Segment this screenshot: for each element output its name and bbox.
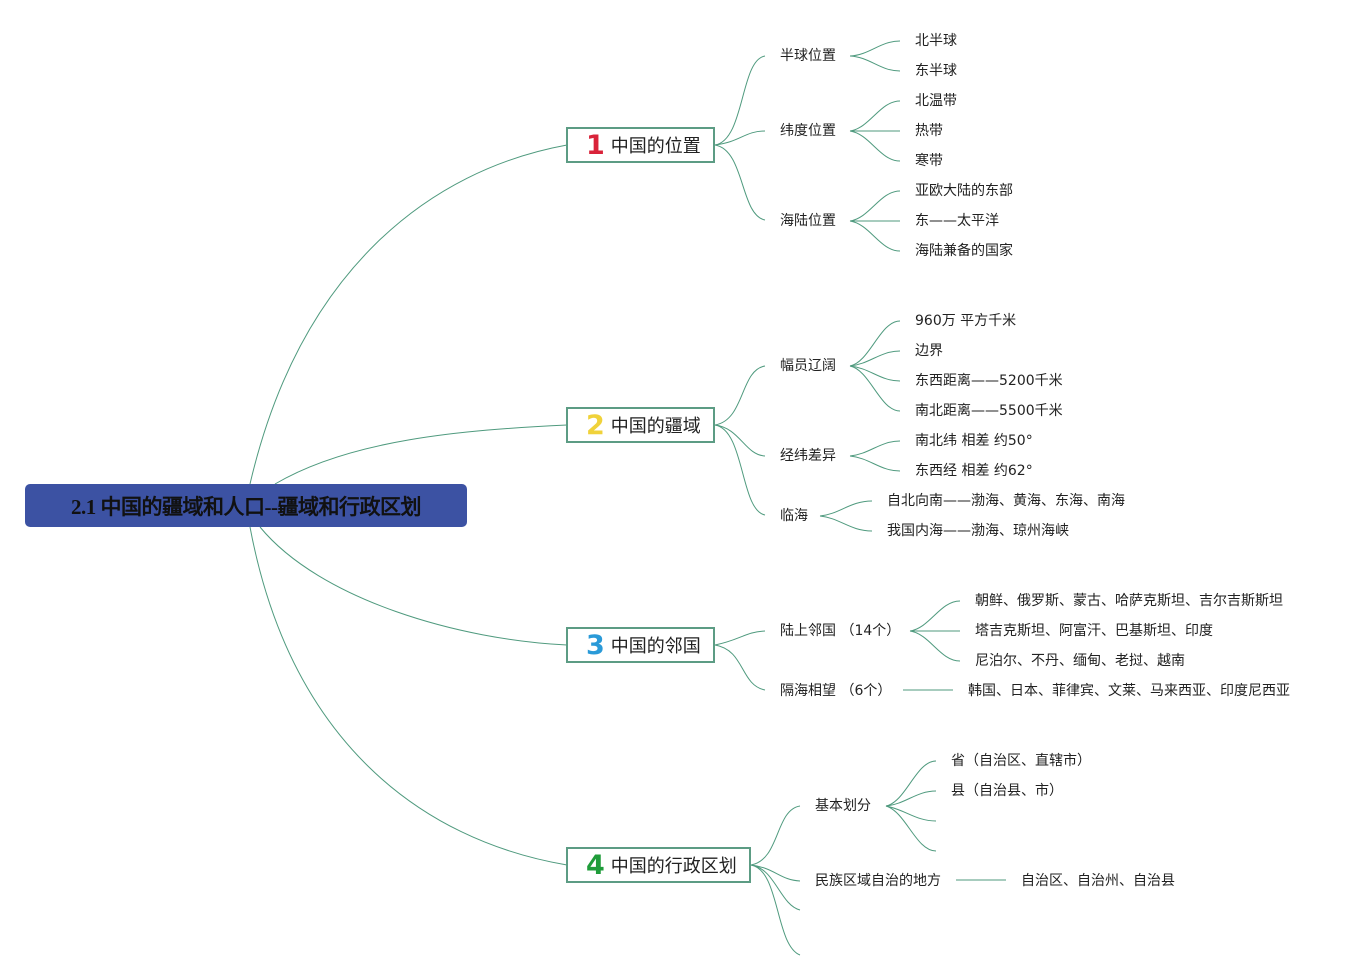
branch-1-child-1-item-1[interactable]: 北半球 — [915, 33, 957, 49]
connector-b1-c2-i3 — [849, 130, 901, 162]
connector-b1-c3 — [714, 144, 766, 221]
branch-3-child-1-item-1[interactable]: 朝鲜、俄罗斯、蒙古、哈萨克斯坦、吉尔吉斯斯坦 — [975, 593, 1283, 609]
branch-2-child-2-item-2[interactable]: 东西经 相差 约62° — [915, 463, 1033, 479]
connector-root-branch-1 — [249, 144, 568, 485]
connector-b2-c1-i4 — [849, 365, 901, 412]
branch-1-child-3-item-2[interactable]: 东——太平洋 — [915, 213, 999, 229]
connector-b3-c2 — [714, 644, 766, 691]
connector-b2-c3 — [714, 424, 766, 516]
connector-b1-c2-i1 — [849, 100, 901, 132]
branch-3-child-1-item-3[interactable]: 尼泊尔、不丹、缅甸、老挝、越南 — [975, 653, 1185, 669]
connector-b1-c1-i1 — [849, 40, 901, 57]
branch-3-label: 中国的邻国 — [610, 636, 701, 657]
connector-b1-c3-i3 — [849, 220, 901, 252]
connector-b1-c2 — [714, 130, 766, 146]
branch-4-label: 中国的行政区划 — [610, 856, 737, 877]
connector-b4-c1-i2 — [885, 790, 937, 807]
branch-3-child-2-item-1[interactable]: 韩国、日本、菲律宾、文莱、马来西亚、印度尼西亚 — [968, 683, 1290, 699]
connector-b2-c2-i1 — [849, 440, 901, 457]
branch-1-child-2-item-3[interactable]: 寒带 — [915, 153, 943, 169]
connector-b2-c3-i1 — [819, 500, 873, 517]
branch-1-number: 1 — [586, 129, 605, 161]
branch-1-child-3-item-3[interactable]: 海陆兼备的国家 — [915, 243, 1013, 259]
connector-root-branch-4 — [249, 526, 568, 866]
branch-2-child-1-item-4[interactable]: 南北距离——5500千米 — [915, 403, 1063, 419]
branch-2-label: 中国的疆域 — [610, 416, 701, 437]
branch-3-child-1[interactable]: 陆上邻国 （14个） — [780, 623, 901, 639]
connector-b2-c1-i3 — [849, 365, 901, 382]
branch-4-child-2-item-1[interactable]: 自治区、自治州、自治县 — [1021, 873, 1175, 889]
connector-b3-c1 — [714, 630, 766, 646]
branch-2-number: 2 — [586, 409, 605, 441]
connector-b2-c1-i2 — [849, 350, 901, 367]
root-topic[interactable]: 2.1 中国的疆域和人口--疆域和行政区划 — [25, 484, 467, 527]
connector-b4-c1-i4 — [885, 805, 937, 852]
branch-3-child-1-item-2[interactable]: 塔吉克斯坦、阿富汗、巴基斯坦、印度 — [975, 623, 1213, 639]
branch-1-label: 中国的位置 — [610, 136, 701, 157]
branch-2-child-1-item-3[interactable]: 东西距离——5200千米 — [915, 373, 1063, 389]
branch-1-child-1[interactable]: 半球位置 — [780, 48, 836, 64]
branch-2-child-1-item-1[interactable]: 960万 平方千米 — [915, 313, 1017, 329]
branch-2-child-3-item-1[interactable]: 自北向南——渤海、黄海、东海、南海 — [887, 493, 1125, 509]
connector-b4-c1-i1 — [885, 760, 937, 807]
connector-b2-c2-i2 — [849, 455, 901, 472]
branch-1-child-2-item-2[interactable]: 热带 — [915, 123, 943, 139]
branch-1[interactable]: 1 中国的位置 — [566, 127, 715, 163]
connector-b2-c2 — [714, 424, 766, 457]
branch-2-child-2-item-1[interactable]: 南北纬 相差 约50° — [915, 433, 1033, 449]
connector-root-branch-3 — [259, 526, 568, 646]
connector-b2-c3-i2 — [819, 515, 873, 532]
branch-2-child-3-item-2[interactable]: 我国内海——渤海、琼州海峡 — [887, 523, 1069, 539]
branch-4-child-2[interactable]: 民族区域自治的地方 — [815, 873, 941, 889]
connector-b2-c1 — [714, 365, 766, 426]
branch-1-child-1-item-2[interactable]: 东半球 — [915, 63, 957, 79]
branch-4-child-1[interactable]: 基本划分 — [815, 798, 871, 814]
connector-b4-c3 — [750, 864, 801, 911]
branch-2[interactable]: 2 中国的疆域 — [566, 407, 715, 443]
branch-3[interactable]: 3 中国的邻国 — [566, 627, 715, 663]
branch-1-child-2-item-1[interactable]: 北温带 — [915, 93, 957, 109]
connector-b2-c1-i1 — [849, 320, 901, 367]
branch-4[interactable]: 4 中国的行政区划 — [566, 847, 751, 883]
branch-3-child-2[interactable]: 隔海相望 （6个） — [780, 683, 892, 699]
branch-1-child-2[interactable]: 纬度位置 — [780, 123, 836, 139]
branch-4-child-1-item-2[interactable]: 县（自治县、市） — [951, 783, 1063, 799]
branch-4-number: 4 — [586, 849, 605, 881]
connector-root-branch-2 — [274, 424, 568, 485]
connector-b4-c4 — [750, 864, 801, 956]
branch-4-child-1-item-1[interactable]: 省（自治区、直辖市） — [951, 753, 1091, 769]
connector-b3-c1-i3 — [909, 630, 961, 662]
connector-b1-c1 — [714, 55, 766, 146]
connector-b1-c1-i2 — [849, 55, 901, 72]
connector-b4-c1-i3 — [885, 805, 937, 822]
connector-b1-c3-i1 — [849, 190, 901, 222]
branch-2-child-2[interactable]: 经纬差异 — [780, 448, 836, 464]
branch-1-child-3[interactable]: 海陆位置 — [780, 213, 836, 229]
branch-2-child-1[interactable]: 幅员辽阔 — [780, 358, 836, 374]
connector-b3-c1-i1 — [909, 600, 961, 632]
root-title: 2.1 中国的疆域和人口--疆域和行政区划 — [71, 494, 422, 519]
branch-1-child-3-item-1[interactable]: 亚欧大陆的东部 — [915, 183, 1013, 199]
connector-b4-c1 — [750, 805, 801, 866]
branch-2-child-1-item-2[interactable]: 边界 — [915, 343, 943, 359]
branch-2-child-3[interactable]: 临海 — [780, 508, 808, 524]
branch-3-number: 3 — [586, 629, 605, 661]
